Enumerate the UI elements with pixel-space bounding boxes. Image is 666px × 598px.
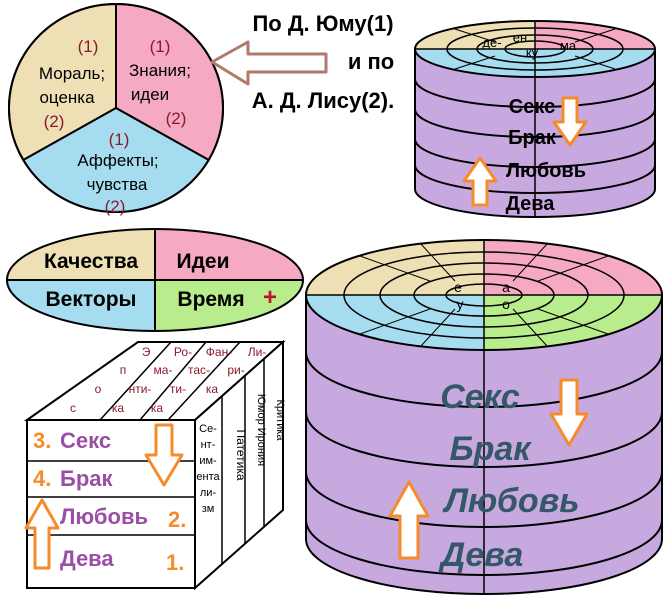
cube-down-arrow-icon <box>144 423 184 487</box>
cube-layer-4-label: Дева <box>60 546 114 571</box>
pie-affects-num1: (1) <box>109 130 130 149</box>
cube-top-rom-2: ма- <box>154 363 173 377</box>
pie-knowledge-line2: идеи <box>131 85 169 104</box>
title-line2: и по <box>348 49 394 74</box>
cube-top-lir-1: Ли- <box>248 345 267 359</box>
cube-top-lir-2: ри- <box>227 363 244 377</box>
quadrant-plus: + <box>263 284 277 311</box>
small-cyl-top-de: де- <box>482 35 501 50</box>
big-cyl-top-a: а <box>502 279 510 295</box>
quadrant-time: Время <box>177 288 244 311</box>
big-cyl-down-arrow-icon <box>549 378 589 447</box>
cube-layer-1-label: Секс <box>60 428 111 453</box>
cube-side-col4: Критика <box>274 399 286 441</box>
cube-layer-4-num: 1. <box>166 550 184 575</box>
big-cyl-layer-1: Секс <box>440 378 520 416</box>
small-cyl-layer-2: Брак <box>508 127 557 149</box>
pie-knowledge-num1: (1) <box>150 37 171 56</box>
cube-top-e-4: с <box>70 401 76 415</box>
pie-chart: (1) Мораль; оценка (2) (1) Знания; идеи … <box>7 2 225 216</box>
cube-side-col3: Юмор Ирония <box>255 394 267 466</box>
small-cyl-layer-3: Любовь <box>506 160 586 182</box>
big-cyl-layer-2: Брак <box>450 430 533 468</box>
small-cylinder: де- ен ку ма Секс Брак Любовь Дева <box>414 20 656 218</box>
cube-layer-2-num: 4. <box>33 466 51 491</box>
big-cylinder: е у а о Секс Брак Любовь Дева <box>305 239 663 595</box>
quadrant-ellipse: Качества Идеи Векторы Время + <box>6 228 304 332</box>
quadrant-ideas: Идеи <box>176 250 229 273</box>
small-cyl-layer-1: Секс <box>509 96 555 118</box>
big-cyl-top-u: у <box>457 296 464 312</box>
title-line3: А. Д. Лису(2). <box>252 88 394 113</box>
big-cyl-top-e: е <box>454 279 462 295</box>
cube: Э п о с Ро- ма- нти- ка Фан- тас- ти- ка… <box>23 339 286 591</box>
pie-moral-num2: (2) <box>44 112 65 131</box>
cube-side-col1-l6: зм <box>202 503 215 515</box>
small-cyl-top-ma: ма <box>560 38 577 53</box>
pie-knowledge-num2: (2) <box>166 109 187 128</box>
big-cyl-top-o: о <box>502 296 510 312</box>
cube-side-col1-l4: ента <box>196 471 220 483</box>
cube-top-fan-4: ка <box>151 401 164 415</box>
cube-side-col2: Патетика <box>234 429 248 480</box>
pie-moral-line1: Мораль; <box>39 64 105 83</box>
big-cyl-layer-3: Любовь <box>442 482 580 520</box>
small-cyl-layer-4: Дева <box>506 193 556 215</box>
cube-layer-2-label: Брак <box>60 466 113 491</box>
small-cyl-top-en: ен <box>513 30 527 45</box>
cube-layer-3-label: Любовь <box>60 504 148 529</box>
big-cyl-up-arrow-icon <box>388 480 430 560</box>
cube-top-fan-2: тас- <box>188 363 210 377</box>
cube-side-col1-l1: Се- <box>199 423 217 435</box>
pie-moral-line2: оценка <box>39 88 95 107</box>
cube-top-rom-3: нти- <box>129 382 152 396</box>
cube-side-col1-l2: нт- <box>201 439 216 451</box>
title-line1: По Д. Юму(1) <box>252 11 393 36</box>
quadrant-qualities: Качества <box>44 250 138 273</box>
cube-layer-3-num: 2. <box>168 507 186 532</box>
cube-top-rom-1: Ро- <box>174 345 192 359</box>
arrow-left-icon <box>210 40 328 86</box>
cube-top-fan-3: ти- <box>170 382 186 396</box>
cube-top-e-1: Э <box>142 345 151 359</box>
small-cyl-down-arrow-icon <box>552 96 588 147</box>
pie-affects-num2: (2) <box>105 197 126 216</box>
cube-top-e-2: п <box>120 363 127 377</box>
pie-knowledge-line1: Знания; <box>129 61 191 80</box>
pie-affects-line1: Аффекты; <box>77 151 158 170</box>
cube-layer-1-num: 3. <box>33 428 51 453</box>
cube-top-rom-4: ка <box>112 401 125 415</box>
pie-affects-line2: чувства <box>87 175 148 194</box>
title-block: По Д. Юму(1) и по А. Д. Лису(2). <box>252 11 394 113</box>
big-cyl-layer-4: Дева <box>438 536 523 574</box>
quadrant-vectors: Векторы <box>46 288 137 311</box>
cube-side-col1-l3: им- <box>199 455 217 467</box>
small-cyl-top-ku: ку <box>526 45 539 60</box>
cube-top-e-3: о <box>95 382 102 396</box>
cube-top-lir-3: ка <box>206 382 219 396</box>
small-cyl-up-arrow-icon <box>462 156 498 207</box>
pie-moral-num1: (1) <box>78 37 99 56</box>
cube-top-fan-1: Фан- <box>206 345 232 359</box>
cube-up-arrow-icon <box>24 498 60 570</box>
cube-side-col1: Се- нт- им- ента ли- зм <box>196 423 220 515</box>
cube-side-col1-l5: ли- <box>200 487 217 499</box>
